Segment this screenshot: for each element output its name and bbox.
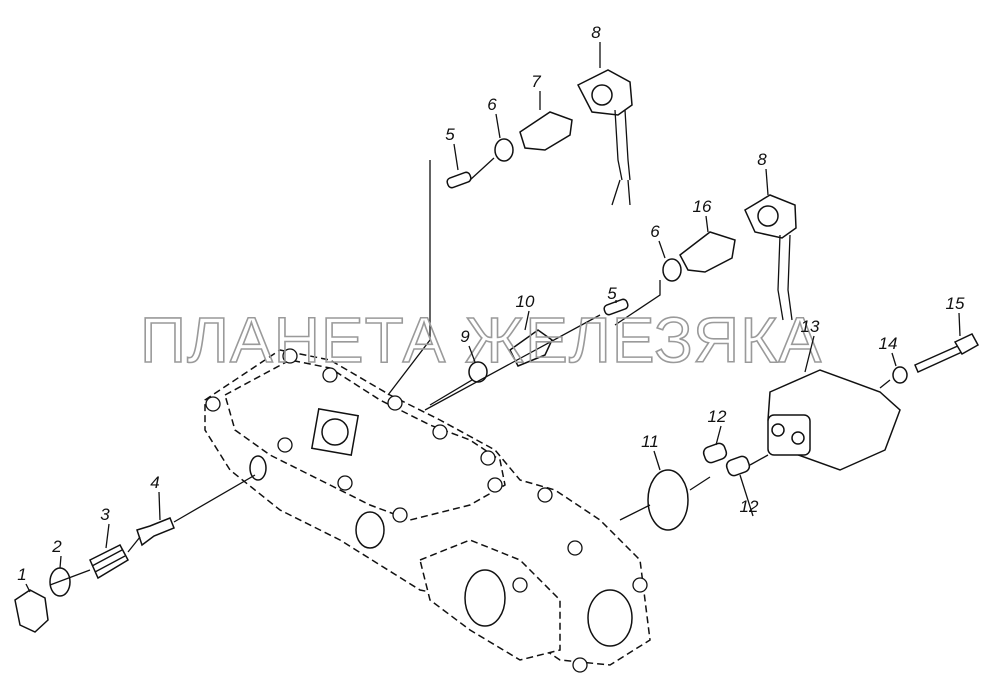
callout-number: 1 — [17, 565, 26, 584]
callout-number: 12 — [708, 407, 727, 426]
callout-number: 10 — [516, 292, 535, 311]
left-parts — [14, 474, 256, 633]
callout-number: 14 — [879, 334, 898, 353]
callout-number: 12 — [740, 497, 759, 516]
leader-line — [524, 310, 530, 331]
leader-line — [715, 425, 722, 446]
callout-number: 8 — [591, 23, 601, 42]
callout-number: 6 — [487, 95, 497, 114]
leader-line — [658, 240, 666, 259]
leader-line — [25, 583, 31, 593]
callout-number: 11 — [641, 432, 659, 451]
callout-number: 15 — [946, 294, 965, 313]
sensor-parts — [387, 69, 797, 411]
leader-line — [891, 352, 897, 367]
callout-number: 5 — [445, 125, 455, 144]
callout-number: 3 — [100, 505, 110, 524]
callout-number: 8 — [757, 150, 767, 169]
callout-number: 16 — [693, 197, 712, 216]
leader-line — [804, 335, 815, 373]
leader-line — [705, 215, 709, 233]
callout-number: 4 — [150, 473, 159, 492]
callout-number: 5 — [607, 284, 617, 303]
leader-line — [453, 143, 459, 171]
watermark: ПЛАНЕТА ЖЕЛЕЗЯКА — [140, 304, 822, 376]
leader-line — [739, 474, 754, 517]
leader-line — [653, 450, 661, 471]
leader-line — [765, 168, 769, 196]
callout-number: 2 — [51, 537, 62, 556]
leader-line — [59, 555, 62, 569]
leader-line — [158, 491, 161, 521]
callout-number: 7 — [531, 72, 541, 91]
leader-line — [105, 523, 110, 549]
right-parts — [619, 333, 980, 531]
callout-number: 9 — [460, 327, 470, 346]
leader-line — [958, 312, 961, 337]
leader-line — [495, 113, 501, 139]
callout-number: 13 — [801, 317, 820, 336]
leader-line — [468, 345, 476, 363]
callout-number: 6 — [650, 222, 660, 241]
valve-housing — [204, 348, 651, 673]
